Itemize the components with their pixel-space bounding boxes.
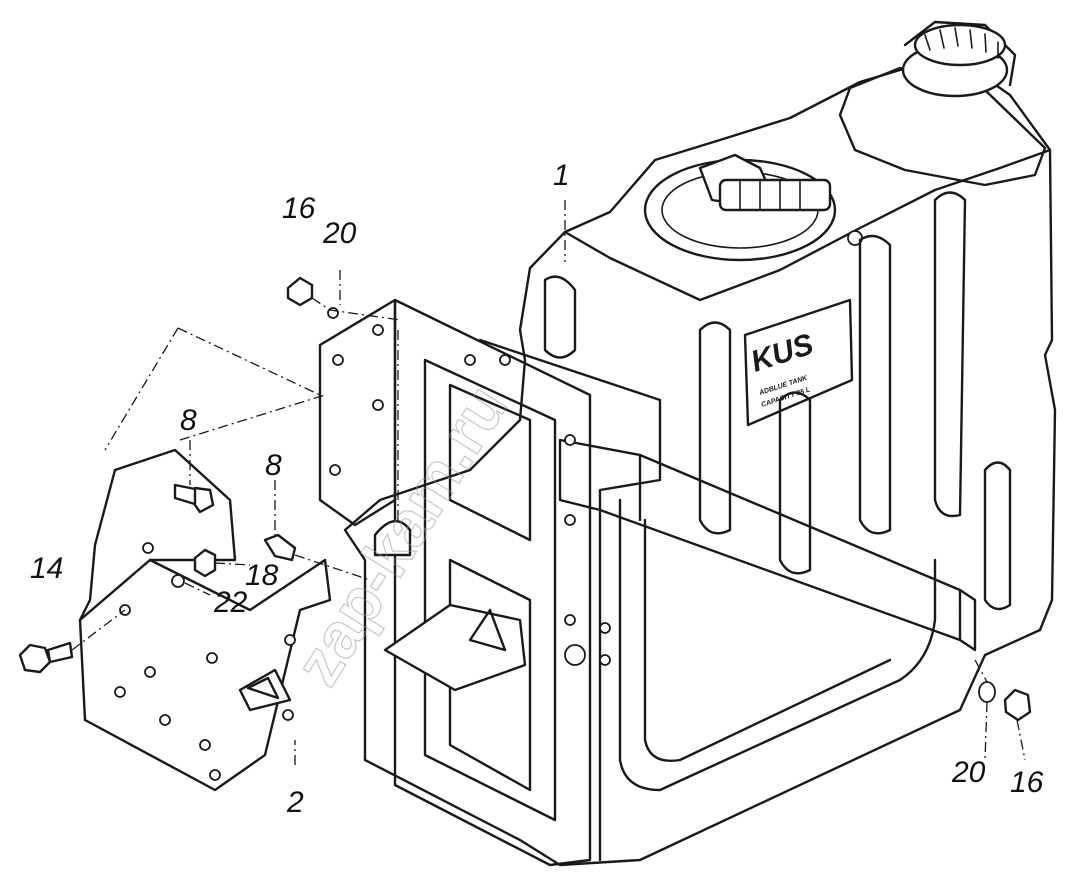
callout-18: 18	[245, 559, 279, 592]
lug-plate	[383, 603, 527, 692]
back-frame-plate	[478, 338, 662, 862]
filler-cap	[901, 20, 1017, 98]
fasteners	[18, 276, 1032, 722]
bolt-14-icon	[18, 641, 74, 674]
callout-2: 2	[286, 786, 304, 819]
bolt-8-lower-icon	[263, 533, 297, 562]
bracket-part-2	[78, 448, 332, 792]
callout-8-upper: 8	[180, 404, 197, 437]
callout-20-bottom: 20	[951, 756, 986, 789]
side-plate	[318, 298, 397, 527]
washer-22-icon	[171, 574, 185, 588]
callout-22: 22	[213, 586, 248, 619]
callout-1: 1	[553, 159, 570, 192]
front-frame-plate	[393, 298, 592, 867]
tank-assembly: KUS ADBLUE TANK CAPACITY 35 L	[343, 20, 1057, 867]
callout-16-top: 16	[282, 192, 316, 225]
tank-name-plate: KUS ADBLUE TANK CAPACITY 35 L	[743, 298, 854, 427]
leader-lines	[71, 200, 1026, 765]
tank-ribs	[543, 191, 1012, 611]
bolt-16-top-icon	[286, 276, 314, 307]
callout-14: 14	[30, 552, 63, 585]
callout-labels: 1 16 20 8 8 14 18 22 2 20 16	[30, 159, 1044, 819]
bolt-8-upper-icon	[173, 483, 215, 514]
level-sensor-flange	[643, 153, 863, 262]
nut-16-bottom-icon	[1003, 688, 1032, 722]
bracket-2-body	[78, 558, 332, 792]
callout-16-bottom: 16	[1010, 766, 1044, 799]
nut-18-icon	[193, 548, 217, 578]
mounting-frame	[318, 298, 977, 867]
callout-8-lower: 8	[265, 449, 282, 482]
callout-20-top: 20	[322, 217, 357, 250]
washer-20-bottom-icon	[978, 681, 996, 703]
